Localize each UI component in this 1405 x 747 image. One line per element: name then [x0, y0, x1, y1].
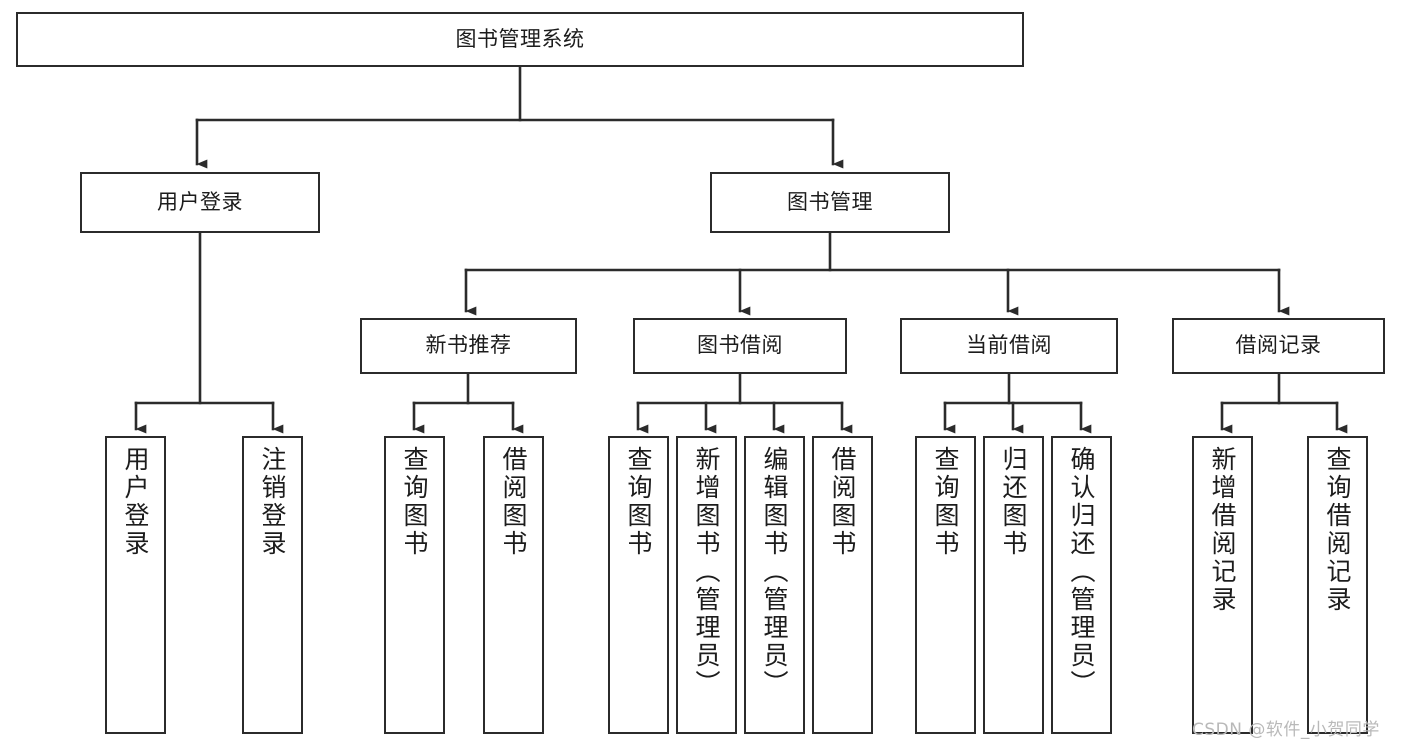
node-label: 新书推荐: [425, 333, 512, 358]
node-label: 查询图书: [400, 446, 429, 558]
leaf-borrow-record-add-record[interactable]: 新增借阅记录: [1192, 436, 1253, 734]
node-label: 查询借阅记录: [1323, 446, 1352, 614]
node-label: 查询图书: [624, 446, 653, 558]
node-label: 图书借阅: [697, 333, 783, 358]
node-label: 新增借阅记录: [1208, 446, 1237, 614]
node-label: 当前借阅: [966, 333, 1052, 358]
leaf-borrow-record-query-record[interactable]: 查询借阅记录: [1307, 436, 1368, 734]
leaf-book-borrow-borrow-book[interactable]: 借阅图书: [812, 436, 873, 734]
node-root-book-management-system[interactable]: 图书管理系统: [16, 12, 1024, 67]
node-book-borrow[interactable]: 图书借阅: [633, 318, 847, 374]
node-label: 归还图书: [999, 446, 1028, 558]
node-borrow-record[interactable]: 借阅记录: [1172, 318, 1385, 374]
node-user-login[interactable]: 用户登录: [80, 172, 320, 233]
node-label: 编辑图书（管理员）: [760, 446, 789, 698]
node-label: 借阅记录: [1235, 333, 1322, 358]
leaf-book-borrow-edit-book-admin[interactable]: 编辑图书（管理员）: [744, 436, 805, 734]
node-new-book-recommend[interactable]: 新书推荐: [360, 318, 577, 374]
leaf-book-borrow-query-book[interactable]: 查询图书: [608, 436, 669, 734]
leaf-new-book-query-book[interactable]: 查询图书: [384, 436, 445, 734]
node-label: 用户登录: [157, 189, 243, 214]
node-label: 用户登录: [121, 446, 150, 558]
node-current-borrow[interactable]: 当前借阅: [900, 318, 1118, 374]
leaf-current-borrow-confirm-return-admin[interactable]: 确认归还（管理员）: [1051, 436, 1112, 734]
node-label: 查询图书: [931, 446, 960, 558]
node-label: 确认归还（管理员）: [1067, 446, 1096, 698]
node-label: 图书管理: [787, 189, 873, 214]
node-label: 借阅图书: [499, 446, 528, 558]
node-book-management[interactable]: 图书管理: [710, 172, 950, 233]
leaf-new-book-borrow-book[interactable]: 借阅图书: [483, 436, 544, 734]
node-label: 借阅图书: [828, 446, 857, 558]
leaf-user-login-login[interactable]: 用户登录: [105, 436, 166, 734]
node-label: 注销登录: [258, 446, 287, 558]
leaf-current-borrow-query-book[interactable]: 查询图书: [915, 436, 976, 734]
leaf-book-borrow-add-book-admin[interactable]: 新增图书（管理员）: [676, 436, 737, 734]
node-label: 新增图书（管理员）: [692, 446, 721, 698]
leaf-user-login-logout[interactable]: 注销登录: [242, 436, 303, 734]
leaf-current-borrow-return-book[interactable]: 归还图书: [983, 436, 1044, 734]
node-label: 图书管理系统: [455, 26, 585, 51]
